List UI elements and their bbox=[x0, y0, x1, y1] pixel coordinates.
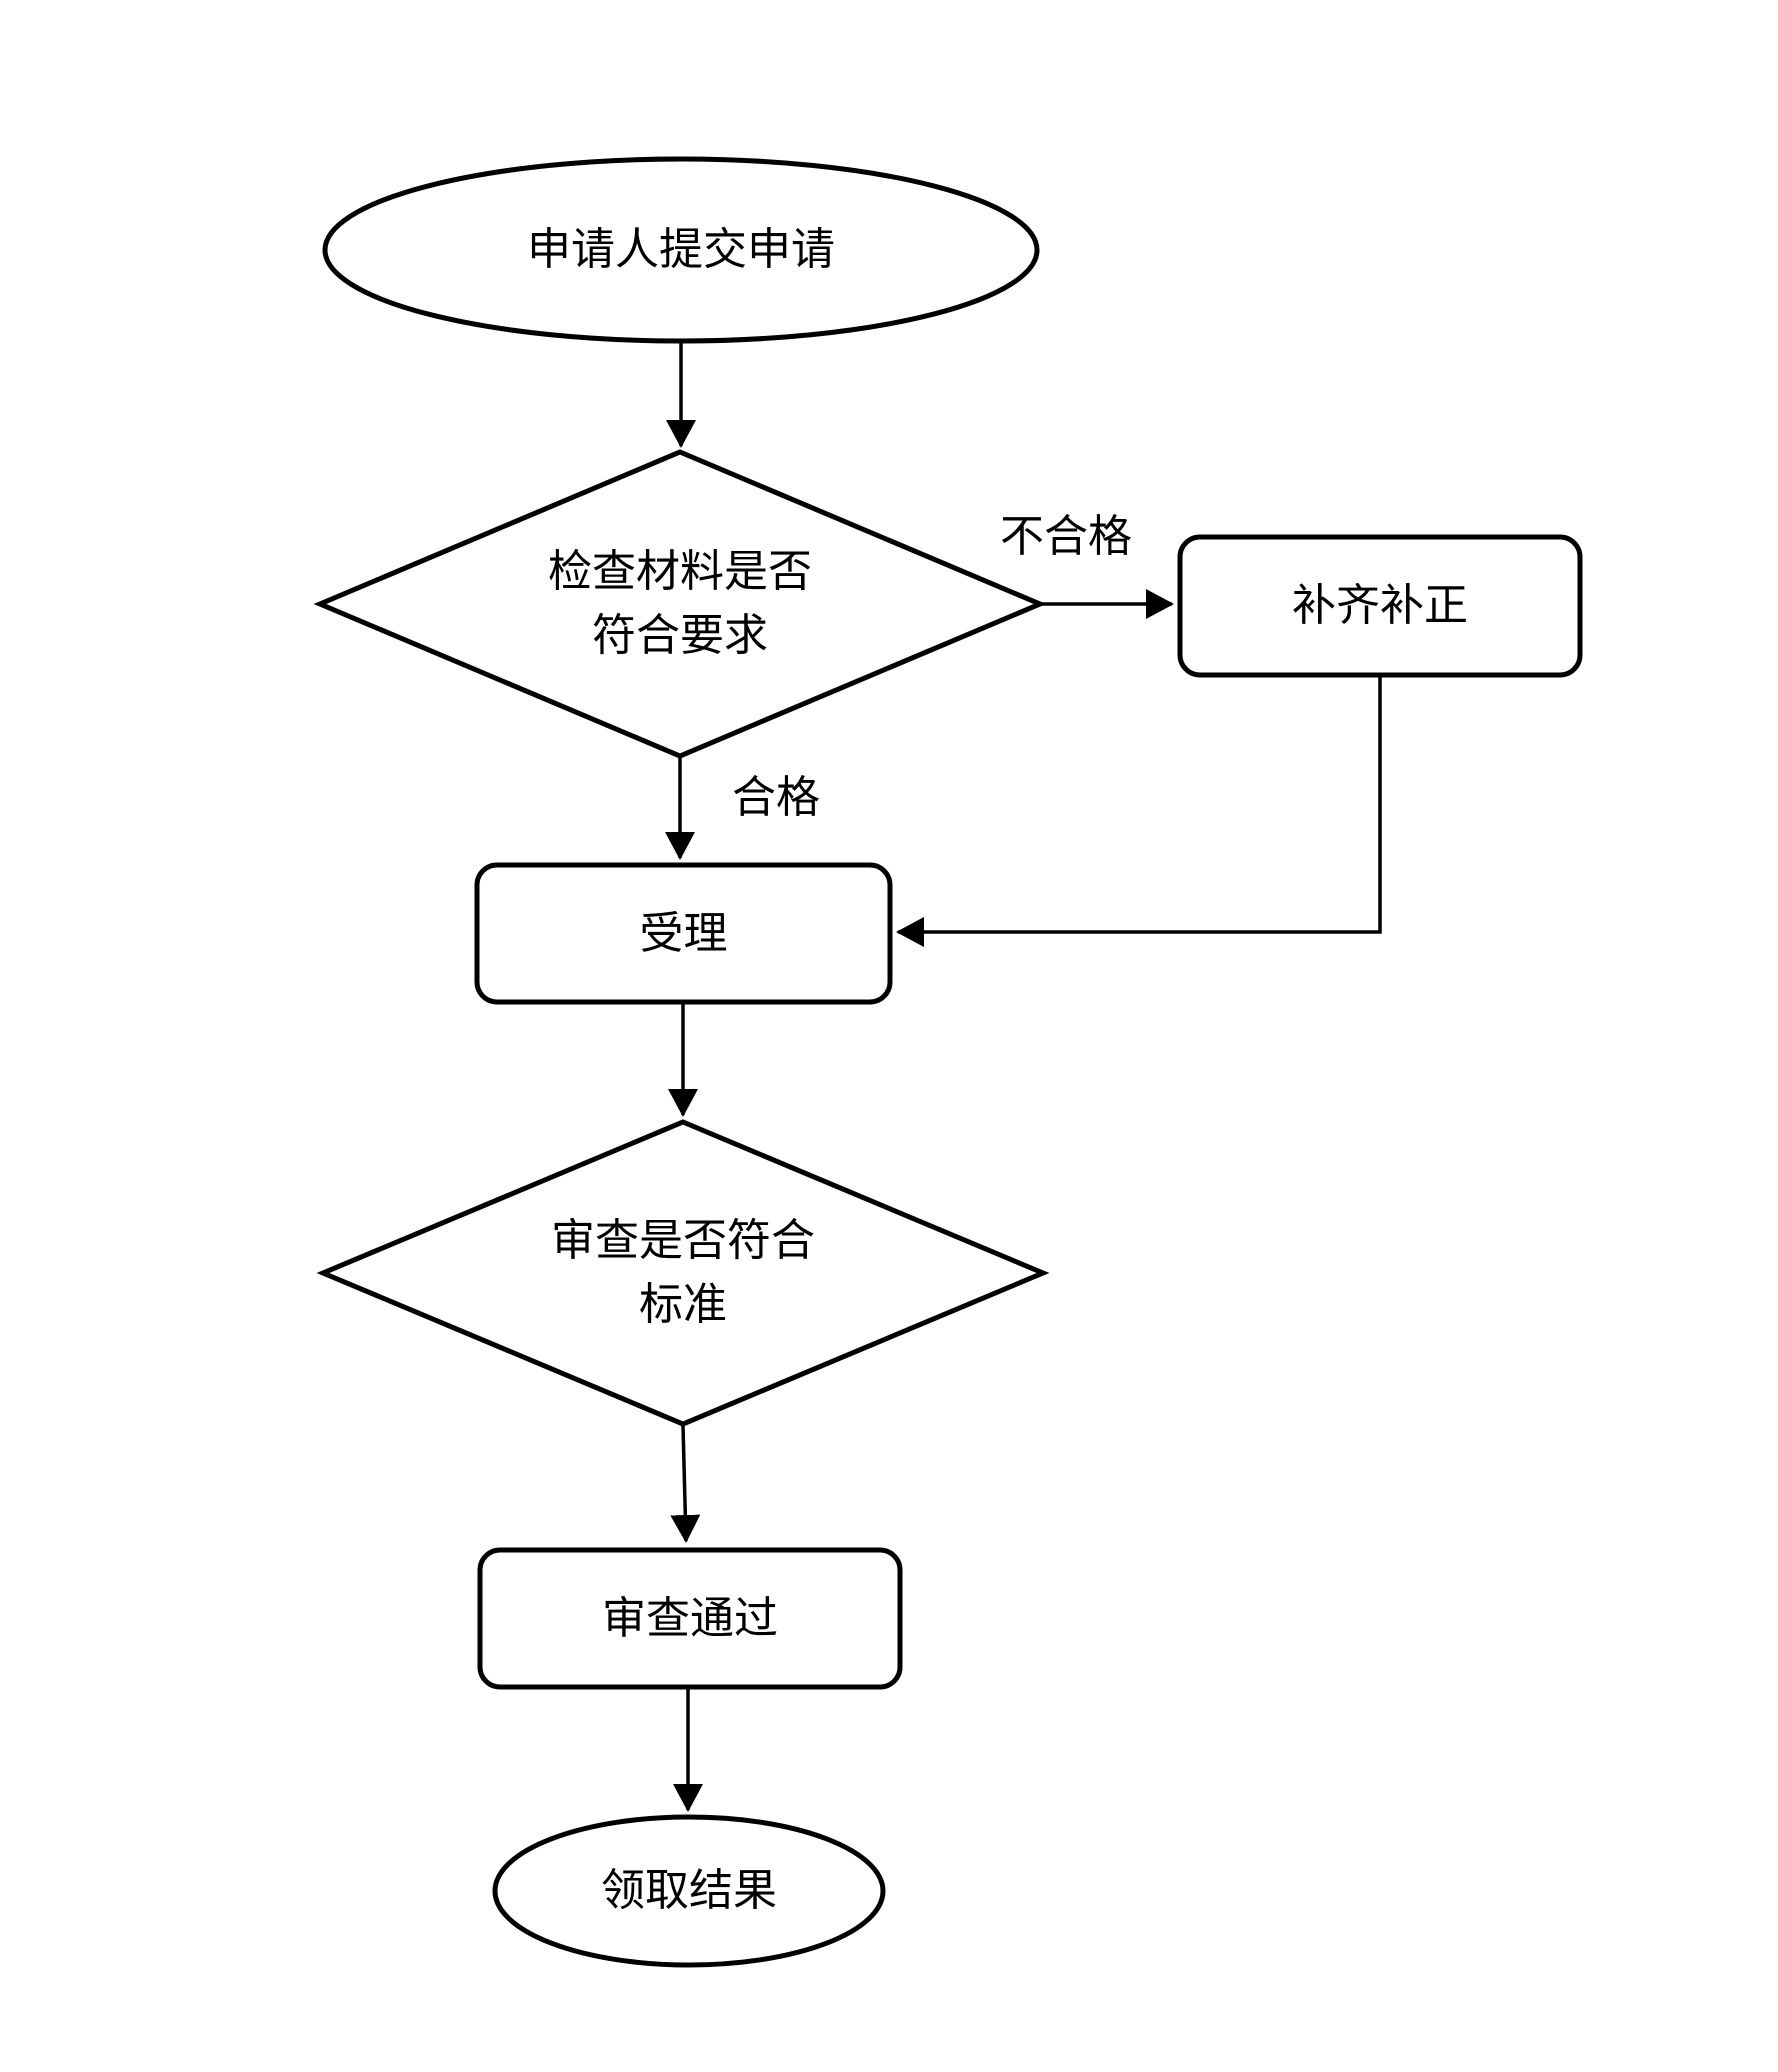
accept-node-label: 受理 bbox=[639, 908, 728, 958]
check-decision-label: 检查材料是否 符合要求 bbox=[548, 547, 812, 660]
passed-node-shape bbox=[477, 1547, 903, 1690]
supplement-node-label: 补齐补正 bbox=[1292, 581, 1468, 630]
start-node-shape bbox=[322, 156, 1040, 344]
review-decision-label: 审查是否符合 标准 bbox=[551, 1216, 815, 1329]
end-node-label: 领取结果 bbox=[601, 1866, 777, 1915]
end-node-shape bbox=[492, 1814, 886, 1968]
edge-label-unqualified: 不合格 bbox=[1000, 512, 1132, 561]
review-decision-shape bbox=[316, 1119, 1050, 1427]
edge-review-to-passed bbox=[670, 1425, 701, 1543]
edge-label-qualified: 合格 bbox=[732, 773, 820, 822]
check-decision-shape bbox=[313, 449, 1047, 759]
edge-supplement-to-accept bbox=[896, 675, 1382, 947]
passed-node-label: 审查通过 bbox=[602, 1593, 778, 1643]
supplement-node-shape bbox=[1177, 534, 1583, 678]
start-node-label: 申请人提交申请 bbox=[527, 225, 835, 274]
accept-node-shape bbox=[474, 862, 893, 1005]
